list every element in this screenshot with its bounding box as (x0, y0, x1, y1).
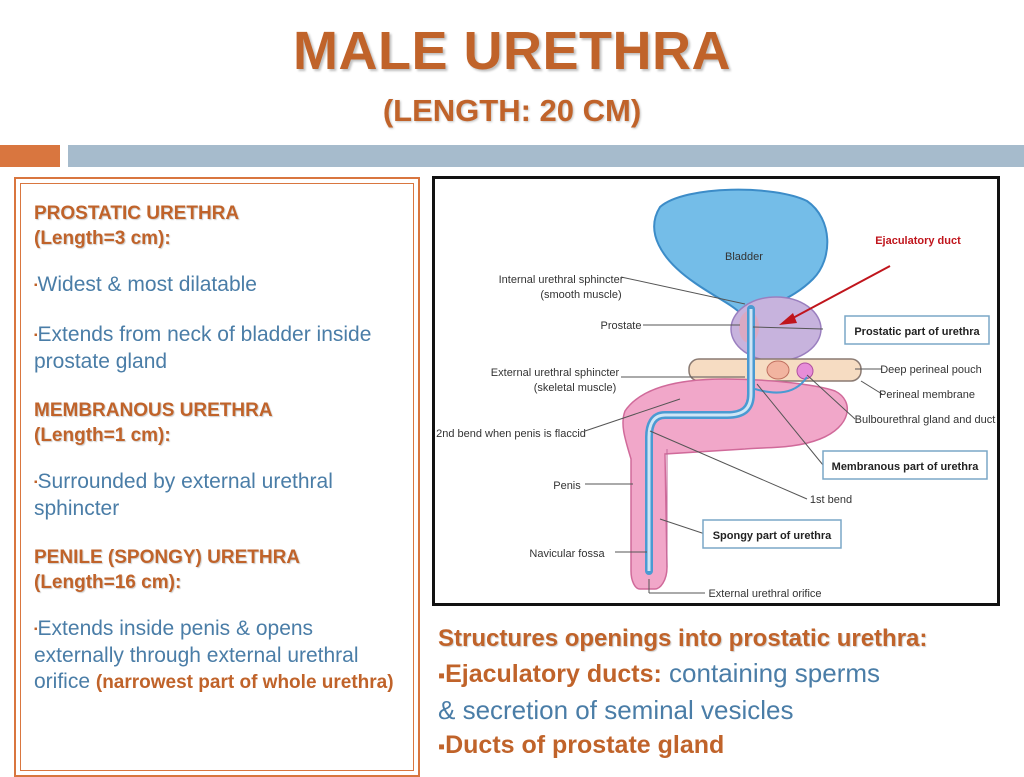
external-orifice-label: External urethral orifice (708, 588, 821, 600)
bullet-icon: ▪ (34, 477, 38, 488)
spongy-part-label: Spongy part of urethra (713, 530, 832, 542)
bullet-text: Extends inside penis & opens externally … (34, 617, 359, 693)
bullet-icon: ▪ (34, 624, 38, 635)
bullet-text: Extends from neck of bladder inside pros… (34, 323, 372, 373)
bullet-item: ▪Surrounded by external urethral sphinct… (34, 469, 394, 522)
external-sphincter-label: External urethral sphincter (491, 367, 620, 379)
penile-length: (Length=16 cm): (34, 572, 182, 593)
external-sphincter-sub: (skeletal muscle) (534, 382, 617, 394)
ejaculatory-duct-label: Ejaculatory duct (875, 235, 961, 247)
internal-sphincter-sub: (smooth muscle) (540, 289, 621, 301)
membranous-heading: MEMBRANOUS URETHRA (34, 400, 273, 421)
membranous-part-label: Membranous part of urethra (832, 461, 980, 473)
second-bend-label: 2nd bend when penis is flaccid (436, 428, 586, 440)
membranous-length: (Length=1 cm): (34, 425, 171, 446)
bulbourethral-label: Bulbourethral gland and duct (855, 414, 996, 426)
prostatic-length: (Length=3 cm): (34, 228, 171, 249)
internal-sphincter-label: Internal urethral sphincter (499, 274, 624, 286)
bullet-icon: ▪ (438, 665, 446, 687)
anatomy-diagram: Bladder Ejaculatory duct Internal urethr… (436, 188, 996, 600)
bladder-label: Bladder (725, 251, 763, 263)
arrow-icon (779, 313, 797, 325)
bullet-text: Widest & most dilatable (37, 273, 257, 296)
slide-subtitle: (LENGTH: 20 CM) (382, 93, 642, 128)
caption-heading: Structures openings into prostatic ureth… (438, 625, 928, 652)
prostatic-heading: PROSTATIC URETHRA (34, 203, 240, 224)
text-panel: PROSTATIC URETHRA (Length=3 cm): ▪Widest… (14, 177, 420, 777)
bullet-item: ▪Extends from neck of bladder inside pro… (34, 322, 394, 375)
bullet-icon: ▪ (438, 736, 446, 758)
navicular-fossa-label: Navicular fossa (529, 548, 605, 560)
caption-item-2: ▪Ducts of prostate gland (438, 727, 1024, 764)
membranous-part-box (822, 450, 988, 480)
accent-bar-orange (0, 145, 60, 167)
caption-item-1: ▪Ejaculatory ducts: containing sperms (438, 656, 1024, 693)
caption-block: Structures openings into prostatic ureth… (438, 622, 1024, 764)
penile-heading: PENILE (SPONGY) URETHRA (34, 547, 301, 568)
prostate-label: Prostate (601, 320, 642, 332)
anatomy-figure: Bladder Ejaculatory duct Internal urethr… (432, 176, 1000, 606)
first-bend-label: 1st bend (810, 494, 852, 506)
bullet-icon: ▪ (34, 330, 38, 341)
prostatic-part-label: Prostatic part of urethra (854, 326, 980, 338)
penis-shape (622, 378, 849, 590)
caption-item-1-line2: & secretion of seminal vesicles (438, 695, 794, 725)
prostatic-part-box (844, 315, 990, 345)
bullet-icon: ▪ (34, 280, 38, 291)
caption-item-1-bold: Ejaculatory ducts: (445, 660, 662, 688)
bullet-emphasis: (narrowest part of whole urethra) (95, 672, 394, 693)
deep-perineal-pouch-label: Deep perineal pouch (880, 364, 982, 376)
slide-title: MALE URETHRA (293, 21, 731, 81)
penis-label: Penis (553, 480, 581, 492)
bullet-text: Surrounded by external urethral sphincte… (34, 470, 333, 520)
bullet-item: ▪Extends inside penis & opens externally… (34, 616, 394, 696)
text-panel-content: PROSTATIC URETHRA (Length=3 cm): ▪Widest… (34, 201, 394, 696)
bullet-item: ▪Widest & most dilatable (34, 272, 394, 299)
caption-item-1-text: containing sperms (661, 658, 881, 688)
accent-bar-blue (68, 145, 1024, 167)
caption-item-2-bold: Ducts of prostate gland (445, 731, 725, 759)
spongy-part-box (702, 519, 842, 549)
perineal-membrane-label: Perineal membrane (879, 389, 975, 401)
bladder-shape (653, 188, 829, 330)
